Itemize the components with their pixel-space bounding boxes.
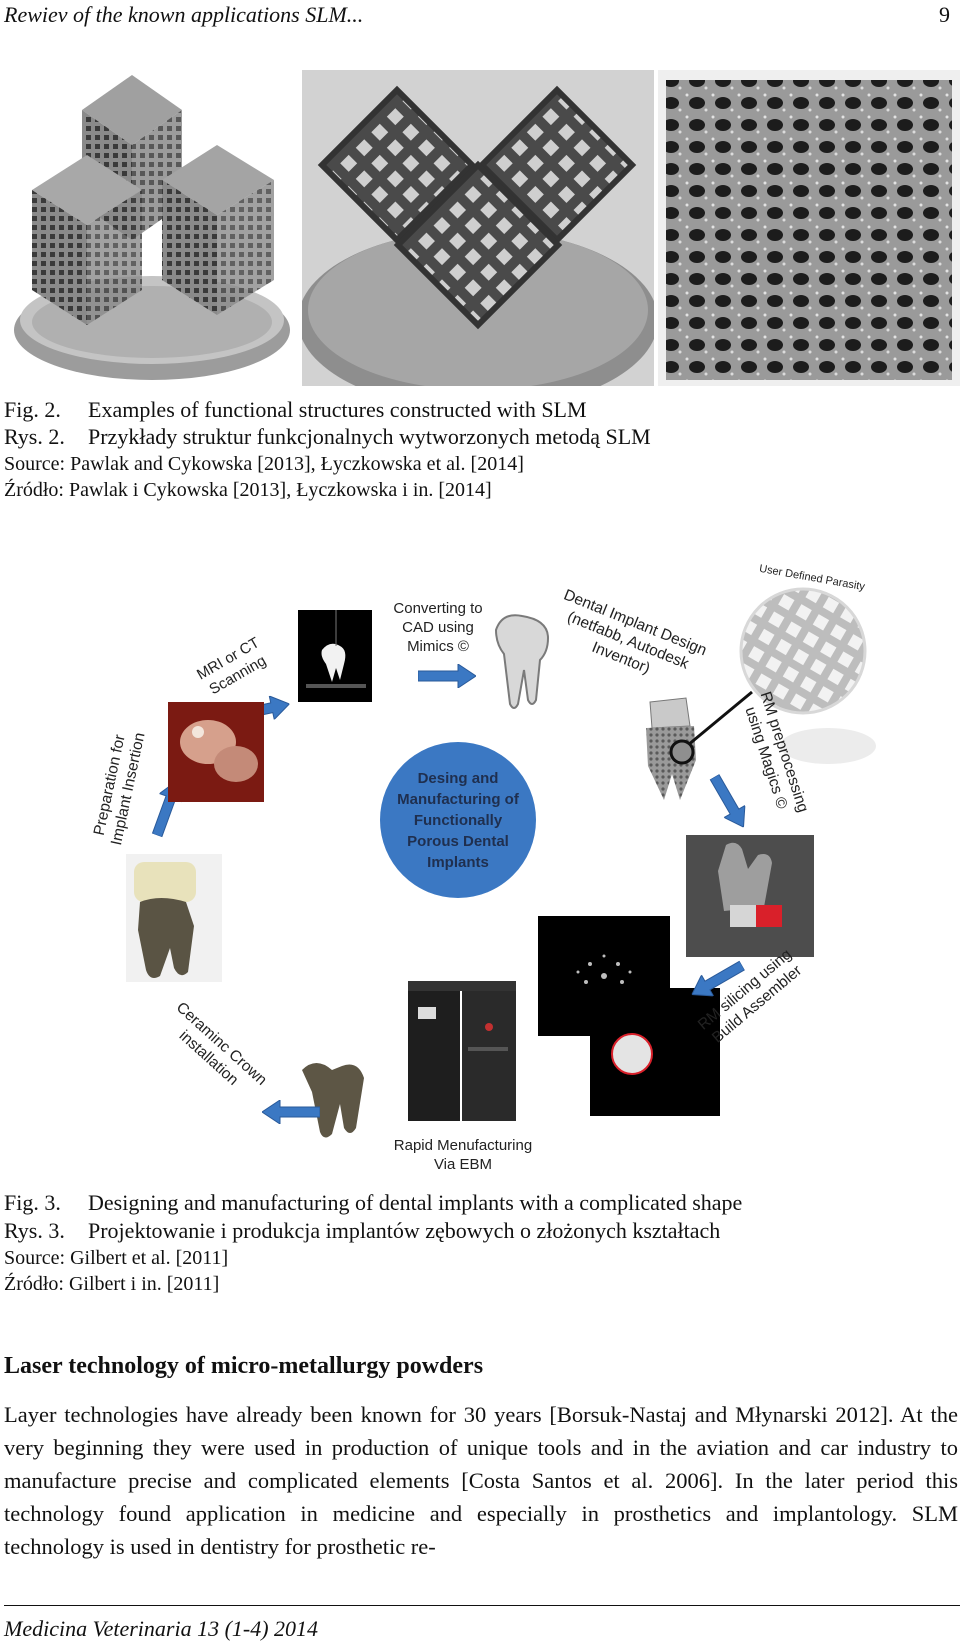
ceramic-label: Ceraminc Crown installation <box>172 999 270 1089</box>
section-heading: Laser technology of micro-metallurgy pow… <box>4 1353 484 1379</box>
running-title: Rewiev of the known applications SLM... <box>4 2 364 27</box>
arrow-to-cad <box>418 664 476 688</box>
fig2-source-pl: Źródło: Pawlak i Cykowska [2013], Łyczko… <box>4 479 492 501</box>
jaw-photo <box>168 702 264 802</box>
page-number: 9 <box>939 2 950 27</box>
photo-porous-cube <box>658 70 960 386</box>
journal-footer: Medicina Veterinaria 13 (1-4) 2014 <box>4 1616 319 1641</box>
fig2-source-en: Source: Pawlak and Cykowska [2013], Łycz… <box>4 453 524 475</box>
fig3-diagram: Desing and Manufacturing of Functionally… <box>0 560 960 1180</box>
slice-image-front <box>590 988 720 1116</box>
preprocessing-image <box>686 835 814 957</box>
mri-label: MRI or CT Scanning <box>194 634 270 699</box>
fig3-source-pl: Źródło: Gilbert i in. [2011] <box>4 1273 220 1295</box>
converting-label: Converting to CAD using Mimics © <box>393 600 483 655</box>
ebm-machine-image <box>406 977 518 1125</box>
implant-model <box>646 690 753 800</box>
fig2-caption-pl: Rys. 2.Przykłady struktur funkcjonalnych… <box>4 424 651 449</box>
photo-lattice-cubes-on-disc <box>12 70 294 386</box>
photo-diamond-lattices <box>302 70 654 386</box>
fig3-source-en: Source: Gilbert et al. [2011] <box>4 1247 229 1269</box>
implant-photo <box>294 1048 384 1144</box>
fig3-caption-pl: Rys. 3.Projektowanie i produkcja implant… <box>4 1218 721 1243</box>
tooth-icon <box>494 614 550 709</box>
arrow-to-slicing <box>691 960 746 997</box>
footer-rule <box>4 1605 960 1606</box>
fig2-caption-en: Fig. 2.Examples of functional structures… <box>4 397 587 422</box>
arrow-to-preprocessing <box>709 773 746 828</box>
fig3-caption-en: Fig. 3.Designing and manufacturing of de… <box>4 1190 743 1215</box>
prep-label: Preparation for Implant Insertion <box>90 731 149 847</box>
rapid-label: Rapid Menufacturing Via EBM <box>393 1137 533 1173</box>
arrow-to-crown <box>262 1100 320 1124</box>
center-circle <box>380 742 536 898</box>
scan-image <box>298 610 372 702</box>
dental-design-label: Dental Implant Design (netfabb, Autodesk… <box>561 586 709 678</box>
body-paragraph: Layer technologies have already been kno… <box>4 1402 958 1559</box>
crown-photo <box>126 854 222 982</box>
lattice-closeup <box>739 587 867 715</box>
center-label: Desing and Manufacturing of Functionally… <box>397 770 519 871</box>
shadow-ellipse <box>780 728 876 764</box>
